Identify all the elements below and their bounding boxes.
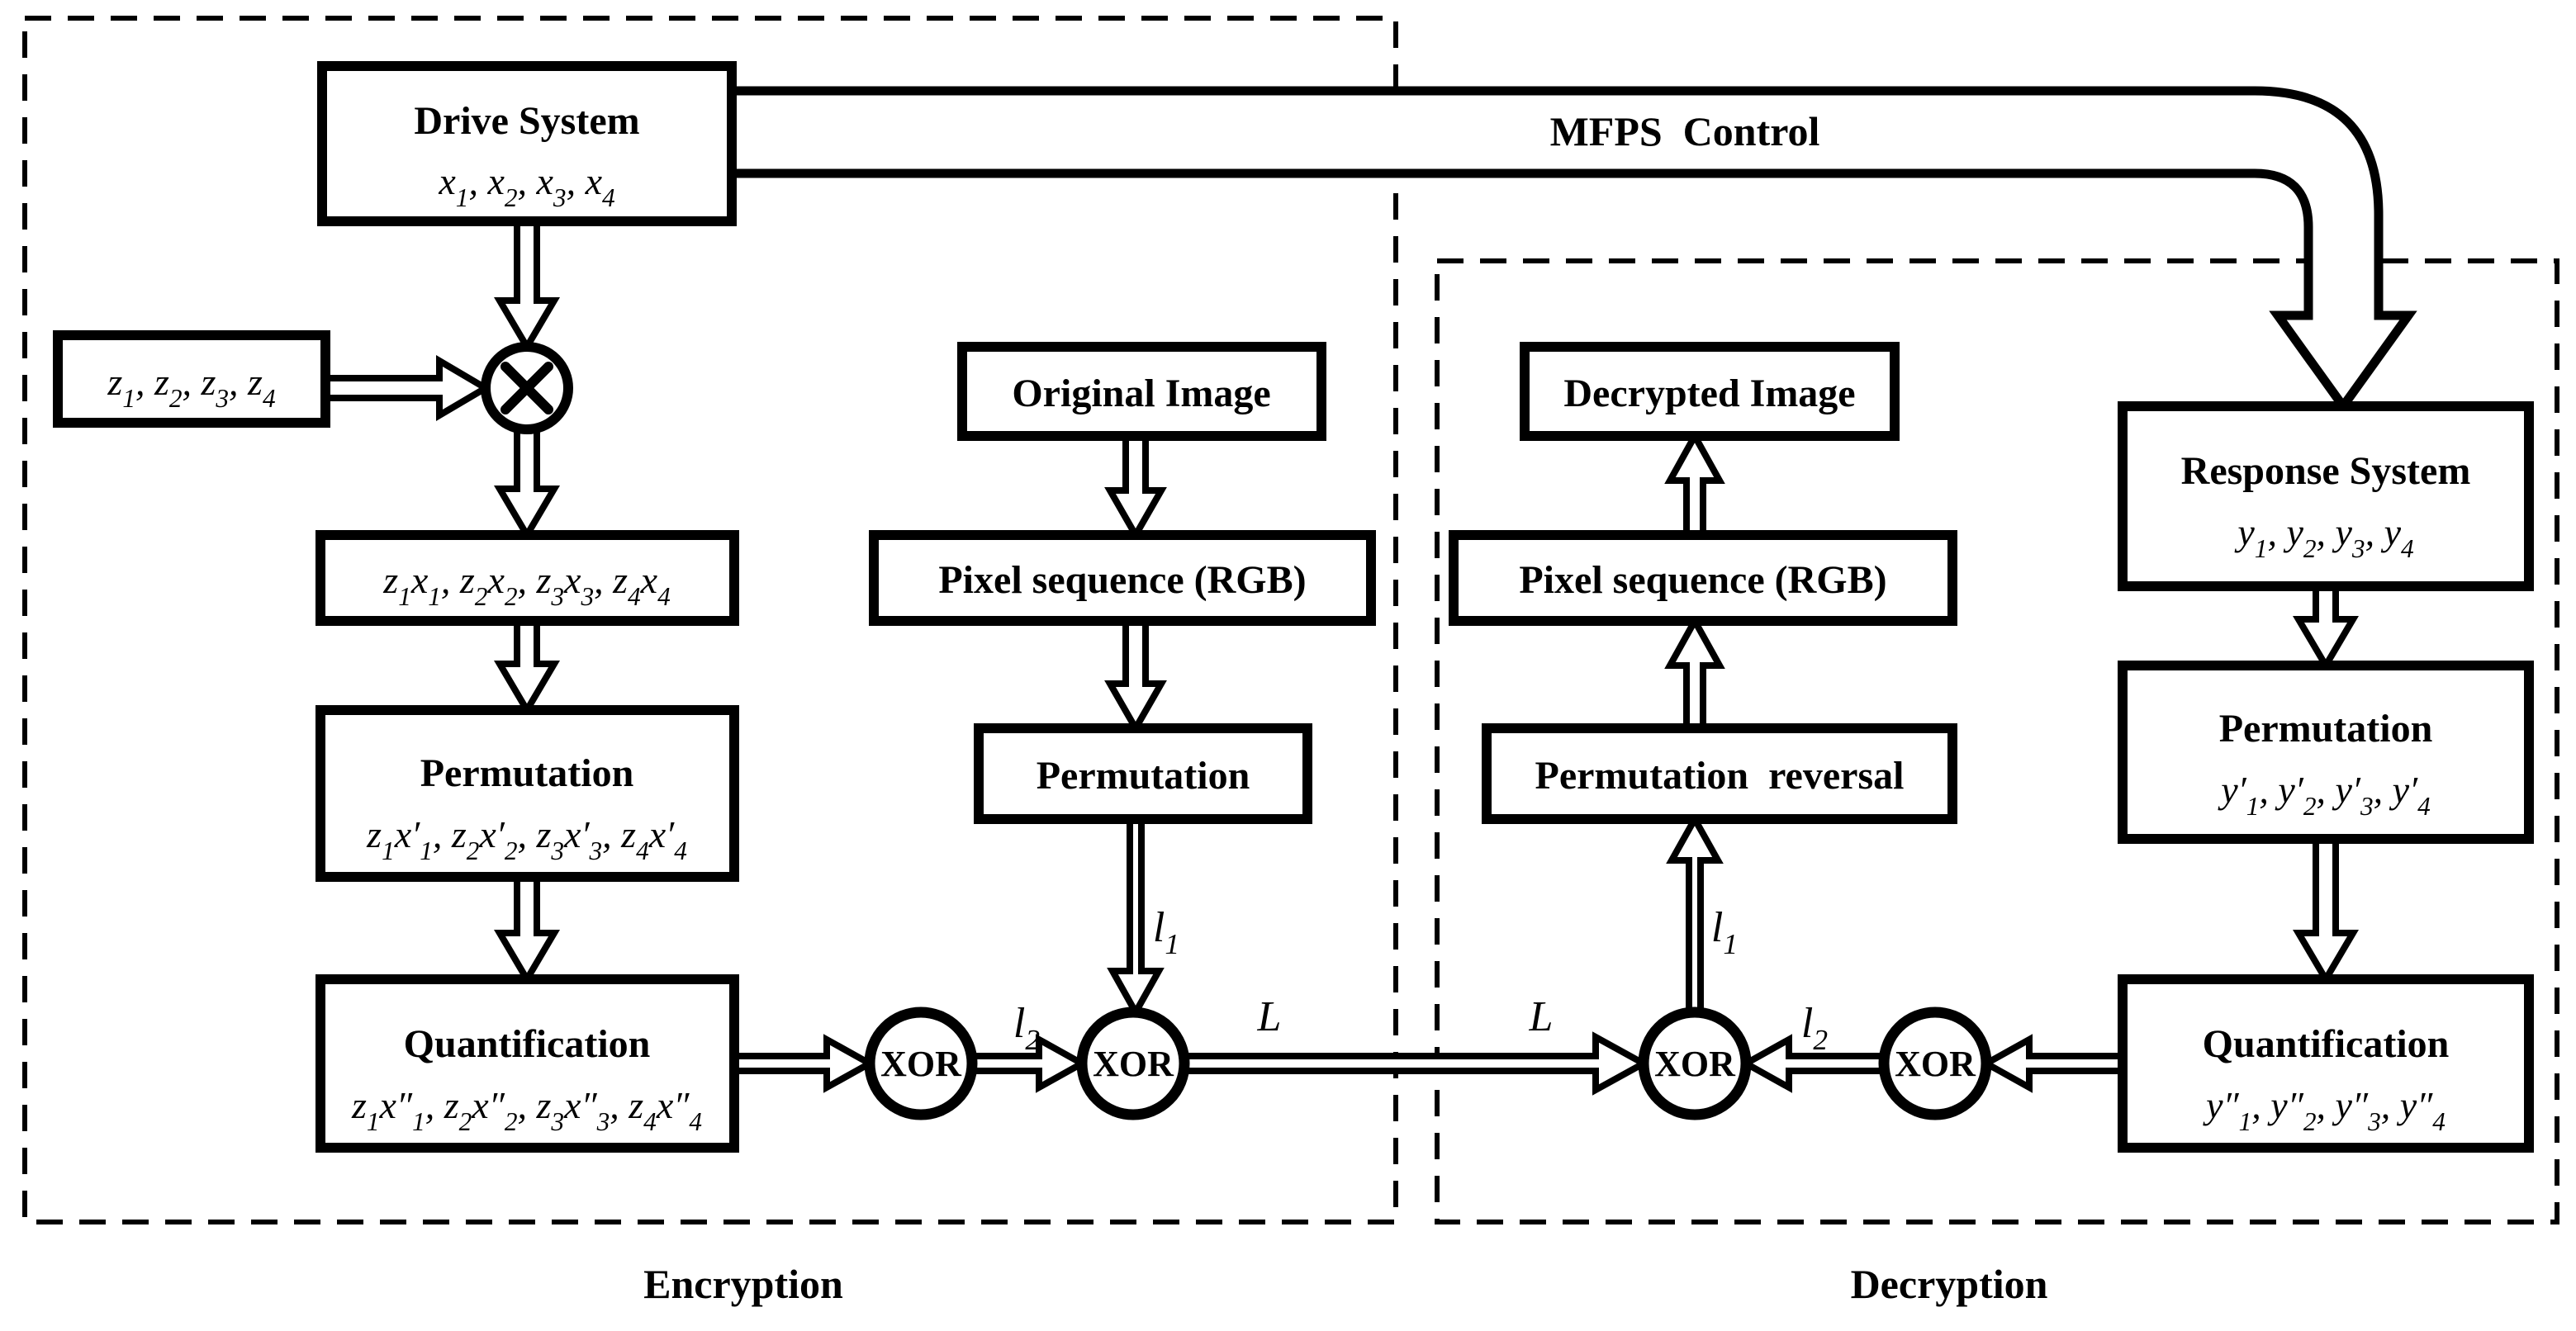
quantification-dec-formula: y″1, y″2, y″3, y″4 <box>2203 1084 2446 1136</box>
encryption-caption: Encryption <box>643 1261 843 1307</box>
quantification-dec-title: Quantification <box>2203 1022 2450 1066</box>
arrow-permutation-dec-to-quantification-dec <box>2293 836 2359 986</box>
pixel-sequence-dec-box <box>1449 530 1957 626</box>
permutation-enc-formula: z1x′1, z2x′2, z3x′3, z4x′4 <box>366 813 687 865</box>
l1-dec-label: l1 <box>1711 904 1738 960</box>
arrow-multiplier-to-product <box>494 426 560 542</box>
arrow-quantification-to-xor1 <box>731 1034 877 1093</box>
quantification-enc-formula: z1x″1, z2x″2, z3x″3, z4x″4 <box>351 1084 702 1136</box>
permutation-enc-box <box>315 705 739 882</box>
drive-system-box <box>317 61 737 226</box>
permutation-reversal-box <box>1482 723 1957 824</box>
original-image-box <box>957 342 1326 441</box>
arrow-permutation-reversal-to-pixel <box>1664 613 1725 732</box>
l2-dec-label: l2 <box>1801 1000 1828 1056</box>
response-system-box <box>2118 401 2534 591</box>
arrow-response-to-permutation-dec <box>2293 583 2359 672</box>
decrypted-image-box <box>1520 342 1900 441</box>
mfps-control-label: MFPS Control <box>1550 108 1820 154</box>
image-permutation-title: Permutation <box>1037 754 1250 798</box>
xor2-node <box>1076 1007 1190 1120</box>
l2-enc-label: l2 <box>1013 1000 1040 1056</box>
permutation-dec-title: Permutation <box>2219 707 2433 751</box>
arrow-initial-values-to-multiplier <box>322 355 492 421</box>
arrow-permutation-to-quantification <box>494 874 560 986</box>
arrow-xor2-to-xor3-L <box>1181 1031 1651 1096</box>
arrow-xor3-to-permutation-reversal-l1 <box>1666 812 1724 1016</box>
quantification-dec-box <box>2118 974 2534 1153</box>
xor1-label: XOR <box>880 1044 962 1084</box>
arrow-quantification-dec-to-xor4 <box>1979 1034 2126 1093</box>
drive-system-title: Drive System <box>414 99 639 143</box>
arrow-original-to-pixel-sequence <box>1104 433 1167 542</box>
permutation-dec-box <box>2118 661 2534 844</box>
pixel-sequence-dec-title: Pixel sequence (RGB) <box>1519 558 1886 602</box>
decryption-caption: Decryption <box>1851 1261 2048 1307</box>
xor1-node <box>864 1007 978 1120</box>
arrow-pixel-sequence-to-permutation <box>1104 618 1167 736</box>
xor2-label: XOR <box>1093 1044 1174 1084</box>
decryption-region-boundary <box>1435 258 2559 1224</box>
initial-values-box <box>53 330 330 428</box>
arrow-product-to-permutation <box>494 618 560 717</box>
decrypted-image-title: Decrypted Image <box>1563 372 1855 415</box>
quantification-enc-box <box>315 974 739 1153</box>
arrow-permutation-to-xor2-l1 <box>1107 816 1165 1020</box>
pixel-sequence-enc-title: Pixel sequence (RGB) <box>938 558 1306 602</box>
pixel-sequence-enc-box <box>869 530 1376 626</box>
L-enc-label: L <box>1257 993 1282 1040</box>
response-system-formula: y1, y2, y3, y4 <box>2234 511 2413 563</box>
xor3-node <box>1638 1007 1752 1120</box>
permutation-dec-formula: y′1, y′2, y′3, y′4 <box>2218 769 2431 821</box>
quantification-enc-title: Quantification <box>404 1022 651 1066</box>
initial-values-formula: z1, z2, z3, z4 <box>107 361 275 413</box>
permutation-reversal-title: Permutation reversal <box>1535 754 1905 798</box>
arrow-xor1-to-xor2 <box>969 1034 1089 1093</box>
product-formula: z1x1, z2x2, z3x3, z4x4 <box>382 559 670 611</box>
arrow-drive-to-multiplier <box>494 218 560 353</box>
arrow-pixel-to-decrypted-image <box>1664 429 1725 538</box>
arrow-xor4-to-xor3-l2 <box>1739 1034 1887 1093</box>
multiplier-x-icon <box>500 362 553 414</box>
l1-enc-label: l1 <box>1153 904 1179 960</box>
drive-system-formula: x1, x2, x3, x4 <box>438 160 614 212</box>
response-system-title: Response System <box>2181 449 2471 493</box>
xor4-label: XOR <box>1895 1044 1976 1084</box>
L-dec-label: L <box>1529 993 1554 1040</box>
xor4-node <box>1878 1007 1992 1120</box>
product-box <box>315 530 739 626</box>
xor3-label: XOR <box>1654 1044 1736 1084</box>
original-image-title: Original Image <box>1012 372 1270 415</box>
image-permutation-box <box>974 723 1312 824</box>
permutation-enc-title: Permutation <box>420 751 634 795</box>
mfps-control-arrow <box>727 86 2417 414</box>
